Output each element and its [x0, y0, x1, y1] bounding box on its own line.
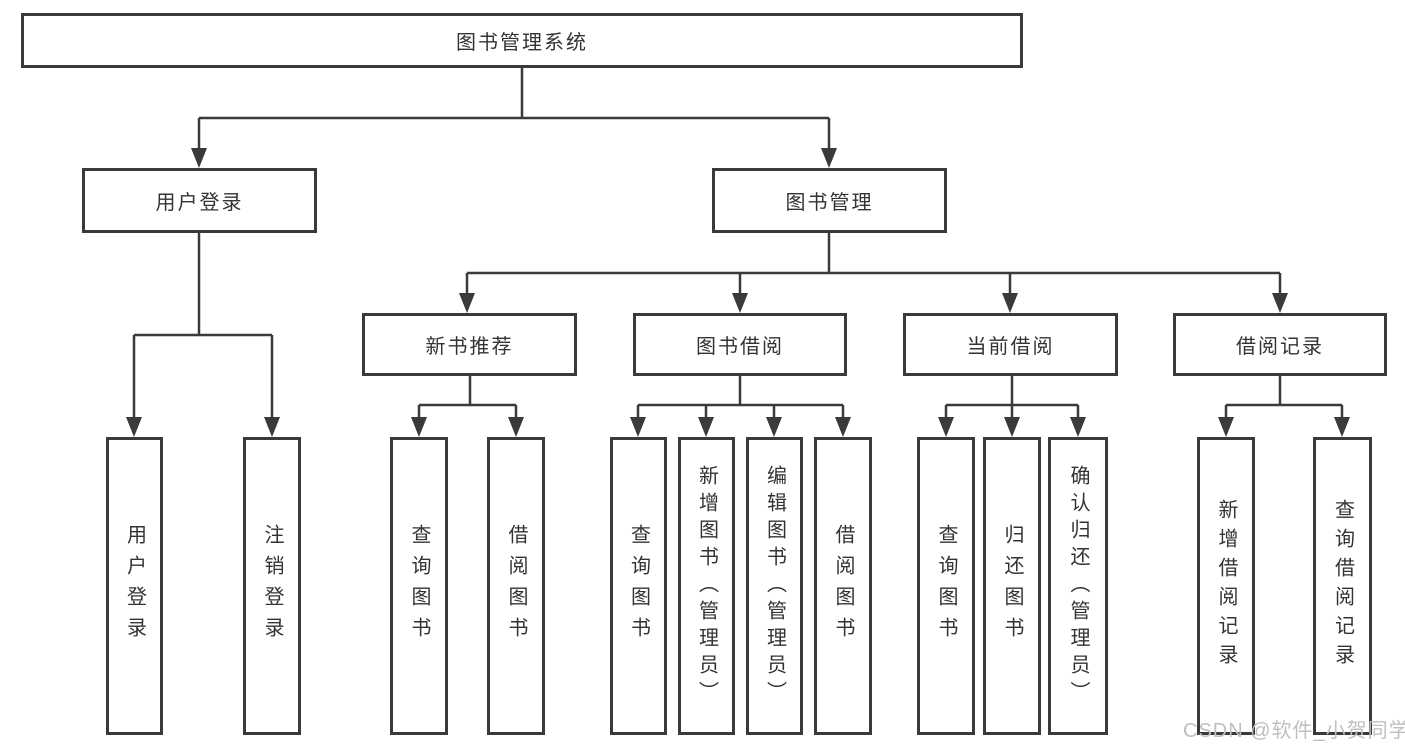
node-root-system: 图书管理系统 — [21, 13, 1023, 68]
leaf-confirm-return-admin: 确认归还（管理员） — [1048, 437, 1108, 735]
arrowheads — [126, 148, 1350, 437]
node-label: 图书借阅 — [696, 336, 784, 358]
node-label: 用户登录 — [123, 524, 146, 648]
leaf-record-add: 新增借阅记录 — [1197, 437, 1255, 735]
node-borrowing-records: 借阅记录 — [1173, 313, 1387, 376]
node-label: 查询图书 — [408, 524, 430, 648]
node-label: 新书推荐 — [425, 336, 514, 358]
node-label: 归还图书 — [1001, 524, 1023, 648]
csdn-watermark: CSDN @软件_小贺同学 — [1183, 720, 1405, 742]
leaf-current-query: 查询图书 — [917, 437, 975, 735]
node-label: 用户登录 — [155, 192, 244, 214]
leaf-newbook-query: 查询图书 — [390, 437, 448, 735]
leaf-borrow-query: 查询图书 — [610, 437, 667, 735]
leaf-current-return: 归还图书 — [983, 437, 1041, 735]
leaf-record-query: 查询借阅记录 — [1313, 437, 1372, 735]
node-label: 当前借阅 — [966, 336, 1055, 358]
node-current-borrowing: 当前借阅 — [903, 313, 1118, 376]
node-label: 查询借阅记录 — [1331, 499, 1354, 673]
node-user-login-branch: 用户登录 — [82, 168, 317, 233]
leaf-borrow-edit-admin: 编辑图书（管理员） — [746, 437, 803, 735]
node-label: 查询图书 — [627, 524, 650, 648]
node-label: 借阅图书 — [505, 524, 527, 648]
leaf-user-login: 用户登录 — [106, 437, 163, 735]
node-label: 查询图书 — [935, 524, 957, 648]
node-label: 图书管理系统 — [456, 32, 588, 54]
leaf-newbook-borrow: 借阅图书 — [487, 437, 545, 735]
node-label: 编辑图书（管理员） — [763, 464, 786, 708]
node-book-borrowing: 图书借阅 — [633, 313, 847, 376]
node-label: 注销登录 — [261, 524, 283, 648]
leaf-borrow-add-admin: 新增图书（管理员） — [678, 437, 735, 735]
node-label: 新增图书（管理员） — [695, 464, 718, 708]
node-label: 图书管理 — [785, 192, 874, 214]
node-label: 借阅图书 — [832, 524, 854, 648]
node-label: 新增借阅记录 — [1215, 499, 1237, 673]
leaf-borrow-book: 借阅图书 — [814, 437, 872, 735]
node-label: 借阅记录 — [1236, 336, 1324, 358]
node-new-book-recommend: 新书推荐 — [362, 313, 577, 376]
node-book-management: 图书管理 — [712, 168, 947, 233]
node-label: 确认归还（管理员） — [1067, 464, 1089, 708]
leaf-logout: 注销登录 — [243, 437, 301, 735]
